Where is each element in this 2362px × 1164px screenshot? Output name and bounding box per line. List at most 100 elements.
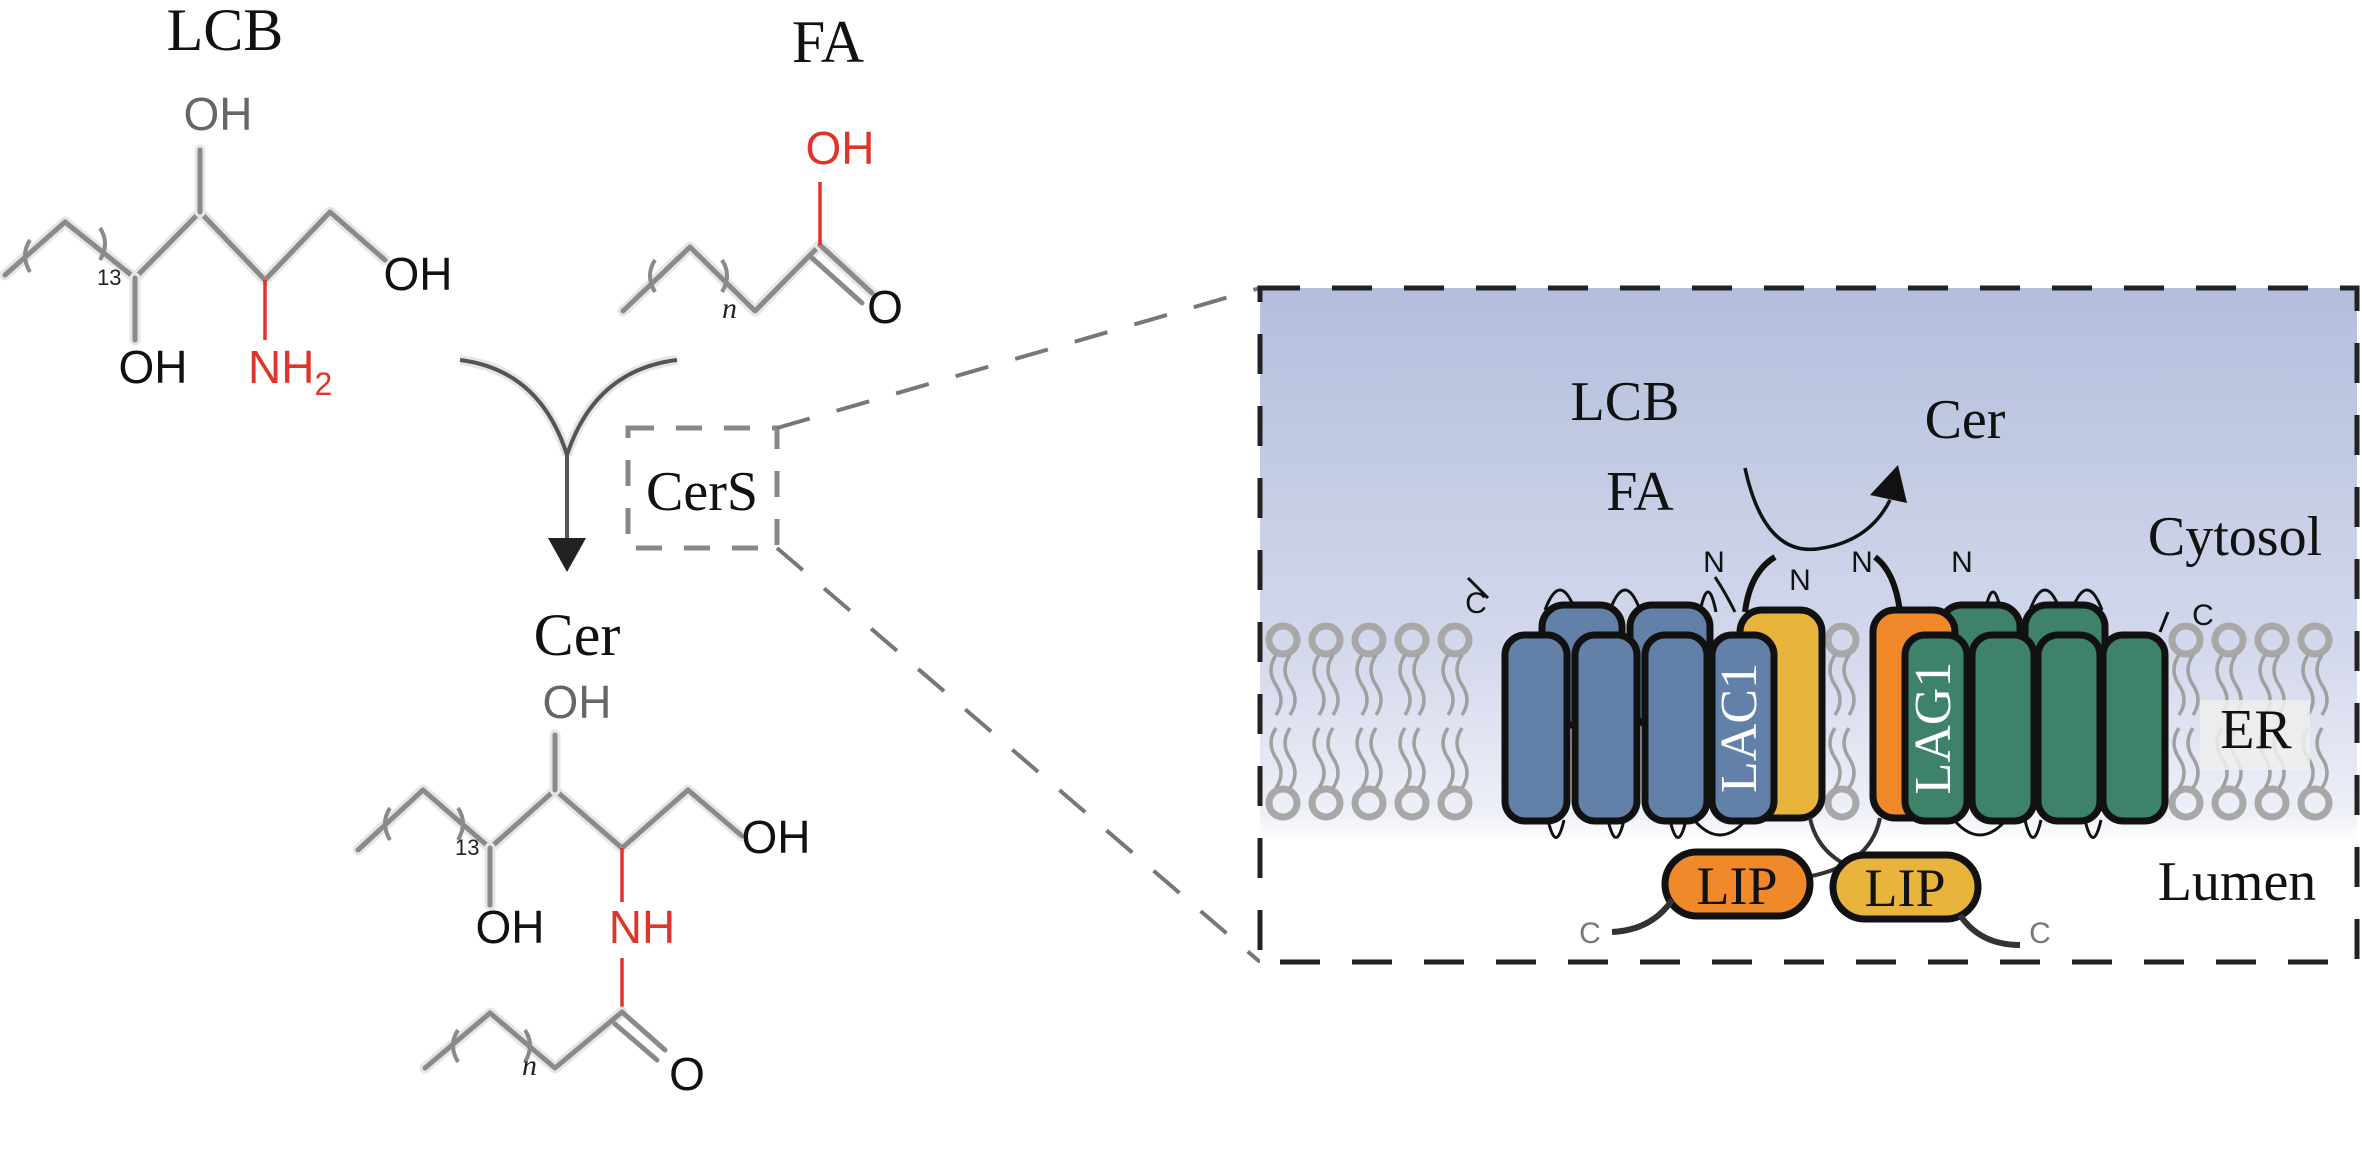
lipid-head-upper — [2168, 622, 2204, 658]
cer-oh-bottom: OH — [476, 901, 545, 953]
fa-title: FA — [792, 9, 864, 75]
lag1-label: LAG1 — [1905, 662, 1962, 795]
arrow-branch-right — [565, 358, 678, 456]
n-terminus-4: N — [1951, 546, 1973, 579]
lipid-head-lower — [2254, 785, 2290, 821]
cer-title: Cer — [534, 602, 621, 668]
lipid-tail — [1412, 654, 1426, 716]
lipid-tail — [1369, 727, 1383, 789]
c-terminus-right-top: C — [2192, 599, 2214, 632]
lipid-tail — [2186, 727, 2200, 789]
lac1-complex[interactable]: LAC1 — [1501, 601, 1826, 825]
er-label: ER — [2220, 699, 2292, 761]
lipid-head-lower — [1824, 785, 1860, 821]
lcb-oh-right: OH — [384, 248, 453, 300]
arrow-head-icon — [548, 538, 586, 572]
panel-fa-label: FA — [1606, 461, 1674, 523]
lipid-head-lower — [2297, 785, 2333, 821]
lipid-tail — [1828, 654, 1842, 716]
reaction-arrow — [459, 355, 678, 572]
lipid-head-upper — [2211, 622, 2247, 658]
lipid-tail — [2301, 654, 2315, 716]
fa-repeat-n: n — [722, 292, 737, 325]
cytosol-label: Cytosol — [2148, 506, 2322, 568]
lcb-skeleton — [0, 144, 391, 346]
cer-oh-right: OH — [742, 811, 811, 863]
lcb-oh-top: OH — [184, 88, 253, 140]
lipid-tail — [2315, 727, 2329, 789]
lipid-tail — [1369, 654, 1383, 716]
lipid-head-lower — [1308, 785, 1344, 821]
n-terminus-1: N — [1703, 546, 1725, 579]
lag1-complex[interactable]: LAG1 — [1869, 601, 2169, 825]
lipid-head-lower — [1394, 785, 1430, 821]
lac1-label: LAC1 — [1711, 663, 1768, 793]
lipid-tail — [1455, 654, 1469, 716]
lipid-tail — [1842, 727, 1856, 789]
lipid-tail — [1283, 654, 1297, 716]
lipid-tail — [1455, 727, 1469, 789]
cer-oh-top: OH — [543, 676, 612, 728]
c-terminus-left-bottom: C — [1579, 917, 1601, 950]
lipid-tail — [1842, 654, 1856, 716]
lipid-head-lower — [1265, 785, 1301, 821]
lip-yellow[interactable]: LIP — [1829, 851, 2021, 948]
n-terminus-3: N — [1851, 546, 1873, 579]
lipid-head-lower — [2211, 785, 2247, 821]
lipid-tail — [1398, 727, 1412, 789]
lipid-tail — [1441, 654, 1455, 716]
lipid-tail — [1269, 727, 1283, 789]
cer-skeleton — [352, 729, 748, 1074]
arrow-branch-left — [459, 358, 569, 456]
lipid-head-upper — [1351, 622, 1387, 658]
cer-repeat-13: 13 — [455, 835, 479, 860]
fa-hydroxyl: OH — [806, 122, 875, 174]
lipid-tail — [2172, 654, 2186, 716]
lipid-tail — [1355, 654, 1369, 716]
cer-molecule: Cer 13 n OH OH OH NH O — [352, 602, 811, 1100]
lipid-tail — [1355, 727, 1369, 789]
lipid-tail — [2315, 654, 2329, 716]
lip-yellow-label: LIP — [1865, 858, 1946, 918]
panel-lcb-label: LCB — [1571, 371, 1680, 433]
zoom-connectors — [775, 286, 1262, 964]
lipid-head-lower — [2168, 785, 2204, 821]
lipid-tail — [1312, 727, 1326, 789]
lcb-title: LCB — [167, 0, 284, 63]
lipid-head-lower — [1437, 785, 1473, 821]
lcb-molecule: LCB 13 OH OH OH NH2 — [0, 0, 453, 402]
lipid-tail — [2186, 654, 2200, 716]
lipid-tail — [1828, 727, 1842, 789]
lumen-label: Lumen — [2158, 851, 2317, 913]
lcb-amine: NH2 — [248, 341, 332, 402]
c-terminus-left-top: C — [1465, 587, 1487, 620]
lipid-head-upper — [1437, 622, 1473, 658]
fa-skeleton — [617, 182, 878, 317]
lip-orange[interactable]: LIP — [1611, 848, 1814, 935]
cers-highlight[interactable]: CerS — [625, 425, 780, 551]
lip-orange-label: LIP — [1697, 856, 1778, 916]
fa-molecule: FA n OH O — [617, 9, 903, 333]
lipid-tail — [1326, 654, 1340, 716]
n-terminal-tails — [1713, 554, 1903, 613]
lipid-tail — [2172, 727, 2186, 789]
lipid-head-upper — [1824, 622, 1860, 658]
lcb-oh-bottom: OH — [119, 341, 188, 393]
cers-dashed-box — [625, 425, 780, 551]
zoom-dashed-box — [1257, 285, 2360, 965]
lipid-tail — [1283, 727, 1297, 789]
catalysis-arrow — [1743, 465, 1907, 552]
lac1-helix — [1708, 631, 1778, 825]
cers-label: CerS — [646, 461, 758, 523]
lipid-tail — [1326, 727, 1340, 789]
lag1-helix — [1901, 631, 1971, 825]
lipid-tail — [1398, 654, 1412, 716]
lipid-tail — [1412, 727, 1426, 789]
lcb-repeat-13: 13 — [97, 265, 121, 290]
er-membrane-panel: LAC1 LAG1 LIP — [1257, 285, 2360, 965]
c-terminus-right-bottom: C — [2029, 917, 2051, 950]
lipid-tail — [1441, 727, 1455, 789]
cer-carbonyl-o: O — [669, 1048, 705, 1100]
lipid-head-upper — [1308, 622, 1344, 658]
